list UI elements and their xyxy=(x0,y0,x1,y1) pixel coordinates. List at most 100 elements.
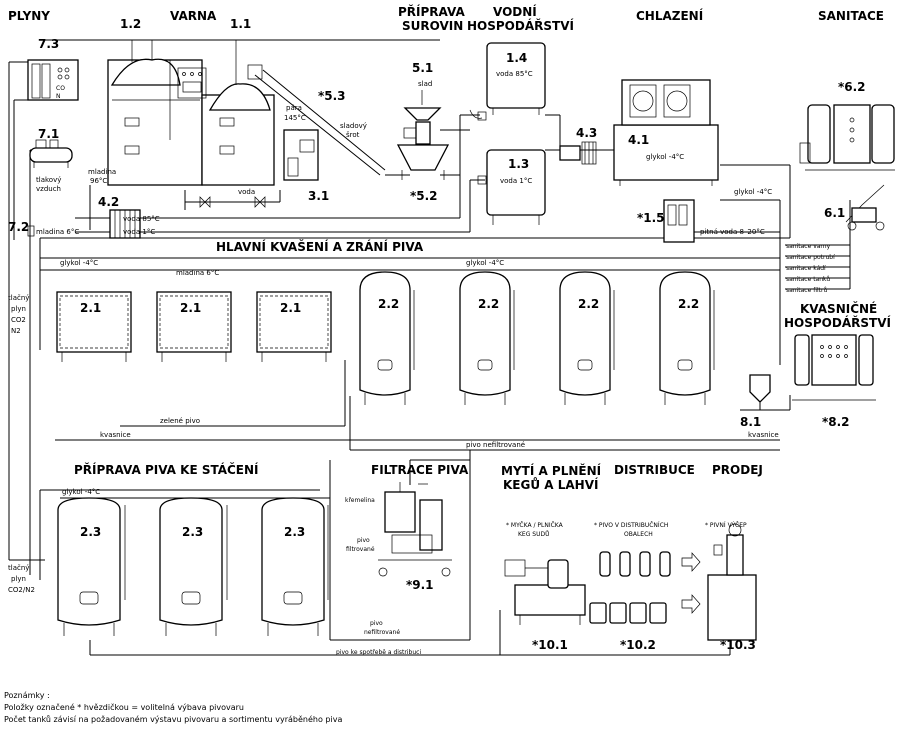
tank-2-2-d xyxy=(659,271,715,405)
water-tank-1-3 xyxy=(477,149,546,225)
label-glykol-top-mid: glykol -4°C xyxy=(466,259,504,267)
label-sanitace-potrubi: sanitace potrubí xyxy=(786,254,835,261)
heading-myti-1: MYTÍ A PLNĚNÍ xyxy=(501,463,602,478)
label-2-1-a: 2.1 xyxy=(80,301,101,315)
bottles-10-2 xyxy=(589,551,671,624)
keg-washer-10-1 xyxy=(504,559,586,625)
filter-7-2 xyxy=(27,225,35,237)
heading-distribuce: DISTRIBUCE xyxy=(614,463,695,477)
label-2-1-c: 2.1 xyxy=(280,301,301,315)
label-plyn1: plyn xyxy=(11,305,26,313)
label-sanitace-filtru: sanitace filtrů xyxy=(786,287,827,294)
label-5-1: 5.1 xyxy=(412,61,433,75)
notes-tanks: Počet tanků závisí na požadovaném výstav… xyxy=(4,715,343,724)
heading-vodni-2: HOSPODÁŘSTVÍ xyxy=(467,18,574,33)
heat-exchanger-4-3 xyxy=(559,141,597,165)
heading-priprava-staceni: PŘÍPRAVA PIVA KE STÁČENÍ xyxy=(74,462,259,477)
label-co2n2: CO2/N2 xyxy=(8,586,35,594)
label-10-2: *10.2 xyxy=(620,638,656,652)
label-1-4: 1.4 xyxy=(506,51,527,65)
heading-vodni-1: VODNÍ xyxy=(493,4,537,19)
cooling-unit-4-1 xyxy=(613,79,719,186)
water-tank-1-4 xyxy=(469,42,546,121)
gas-cylinders-7-3 xyxy=(27,59,79,101)
label-2-2-c: 2.2 xyxy=(578,297,599,311)
tank-2-3-c xyxy=(261,497,329,636)
heat-exchanger-4-2 xyxy=(109,209,141,239)
heading-kvasnicne-2: HOSPODÁŘSTVÍ xyxy=(784,315,891,330)
label-4-1: 4.1 xyxy=(628,133,649,147)
label-glykol-top-left: glykol -4°C xyxy=(60,259,98,267)
label-plyn2: plyn xyxy=(11,575,26,583)
label-para: pára xyxy=(286,104,302,112)
label-co2-1: CO2 xyxy=(11,316,26,324)
label-5-3: *5.3 xyxy=(318,89,346,103)
tank-2-3-b xyxy=(159,497,228,636)
label-7-2: 7.2 xyxy=(8,220,29,234)
malt-mill-5-2 xyxy=(396,107,450,180)
label-7-3: 7.3 xyxy=(38,37,59,51)
label-srot: šrot xyxy=(346,131,360,139)
tank-2-2-a xyxy=(359,271,415,405)
label-tlakovy: tlakový xyxy=(36,176,61,184)
pump-cart-6-1 xyxy=(845,184,885,231)
label-voda85-tank: voda 85°C xyxy=(496,70,533,78)
label-sanitace-tanku: sanitace tanků xyxy=(786,276,830,283)
label-1-2: 1.2 xyxy=(120,17,141,31)
label-n2: N xyxy=(56,93,61,100)
brewhouse-1-1 xyxy=(177,40,275,186)
label-kvasnice-right: kvasnice xyxy=(748,431,779,439)
tank-2-3-a xyxy=(57,497,126,636)
label-pivo-filtrovane-2: filtrované xyxy=(346,546,375,553)
label-sanitace-kadi: sanitace kádí xyxy=(786,265,826,272)
heading-filtrace: FILTRACE PIVA xyxy=(371,463,469,477)
label-3-1: 3.1 xyxy=(308,189,329,203)
label-kvasnice-left: kvasnice xyxy=(100,431,131,439)
label-slad: slad xyxy=(418,80,432,88)
label-zelene-pivo: zelené pivo xyxy=(160,417,200,425)
tank-2-2-c xyxy=(559,271,615,405)
label-sanitace-varny: sanitace varny xyxy=(786,243,831,250)
open-fermenter-2-1-a xyxy=(56,291,132,362)
heading-sanitace: SANITACE xyxy=(818,9,884,23)
compressor-7-1 xyxy=(29,139,73,168)
label-tlacny1: tlačný xyxy=(8,294,29,302)
heading-varna: VARNA xyxy=(170,9,217,23)
label-2-2-a: 2.2 xyxy=(378,297,399,311)
label-mycka-1: * MYČKA / PLNIČKA xyxy=(506,522,564,529)
label-tlacny2: tlačný xyxy=(8,564,29,572)
label-2-3-a: 2.3 xyxy=(80,525,101,539)
label-glykol-right: glykol -4°C xyxy=(734,188,772,196)
label-2-2-d: 2.2 xyxy=(678,297,699,311)
label-vycep: * PIVNÍ VÝČEP xyxy=(705,522,747,529)
notes-optional: Položky označené * hvězdičkou = voliteln… xyxy=(4,703,244,712)
yeast-vessel-8-1 xyxy=(749,374,771,403)
label-voda: voda xyxy=(238,188,255,196)
steam-generator-3-1 xyxy=(283,129,319,181)
label-2-3-b: 2.3 xyxy=(182,525,203,539)
label-mladina96: mladina xyxy=(88,168,116,176)
label-voda85: voda 85°C xyxy=(123,215,160,223)
label-glykol-bottom: glykol -4°C xyxy=(62,488,100,496)
beer-tap-10-3 xyxy=(707,523,757,641)
label-pivo-nefilt-1: pivo xyxy=(370,620,383,627)
label-pivo-filtrovane-1: pivo xyxy=(357,537,370,544)
label-sladovy: sladový xyxy=(340,122,367,130)
tank-2-2-b xyxy=(459,271,515,405)
label-mladina96-temp: 96°C xyxy=(90,177,107,185)
label-voda1-tank: voda 1°C xyxy=(500,177,532,185)
heading-myti-2: KEGŮ A LAHVÍ xyxy=(503,477,599,492)
label-pitna-voda: pitná voda 8–20°C xyxy=(700,228,765,236)
label-distrib-2: OBALECH xyxy=(624,531,653,538)
label-pivo-nefilt-2: nefiltrované xyxy=(364,629,400,636)
heading-kvasnicne-1: KVASNIČNÉ xyxy=(800,301,877,316)
label-voda1: voda 1°C xyxy=(123,228,155,236)
valve-right xyxy=(254,196,266,208)
label-4-2: 4.2 xyxy=(98,195,119,209)
label-2-2-b: 2.2 xyxy=(478,297,499,311)
label-2-1-b: 2.1 xyxy=(180,301,201,315)
label-pivo-spotrebe: pivo ke spotřebě a distribuci xyxy=(336,649,421,656)
label-9-1: *9.1 xyxy=(406,578,434,592)
arrow-to-distribution-1 xyxy=(681,552,701,572)
heading-chlazeni: CHLAZENÍ xyxy=(636,8,704,23)
